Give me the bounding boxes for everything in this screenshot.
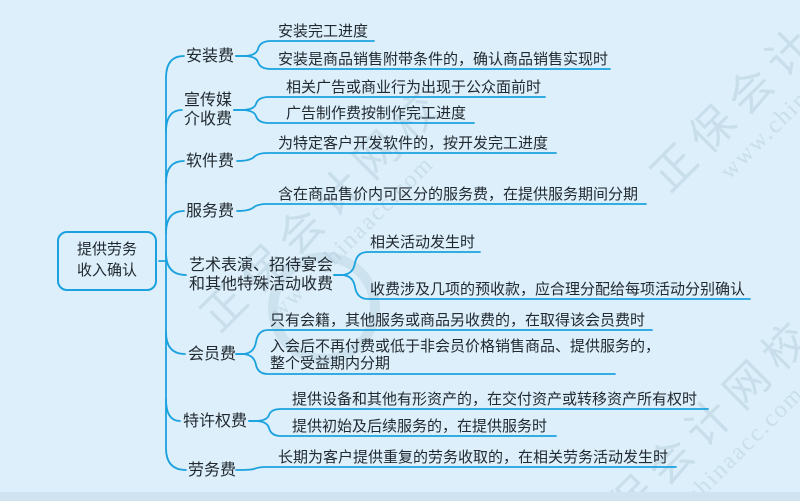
connector-branch-member: [165, 331, 186, 355]
leaf-service-1: 含在商品售价内可区分的服务费，在提供服务期间分期: [278, 187, 639, 203]
branch-media: 宣传媒介收费: [184, 92, 233, 128]
connector-branch-service: [165, 210, 185, 234]
leaf-software-1: 为特定客户开发软件的，按开发完工进度: [278, 136, 549, 152]
watermark-brand-text: 正保会计网校: [641, 0, 800, 202]
watermark-url-text: www.chinaacc.com: [715, 10, 800, 185]
leaf-install-2: 安装是商品销售附带条件的，确认商品销售实现时: [278, 52, 609, 68]
branch-service: 服务费: [186, 203, 235, 220]
leaf-art-2: 收费涉及几项的预收款，应合理分配给每项活动分别确认: [370, 282, 746, 298]
footer-strip: [0, 492, 800, 501]
root-node: 提供劳务收入确认: [57, 231, 157, 291]
branch-franchise: 特许权费: [183, 413, 248, 430]
connector-branch-art: [165, 252, 187, 276]
connector-branch-software: [165, 160, 185, 184]
leaf-franchise-1: 提供设备和其他有形资产的，在交付资产或转移资产所有权时: [292, 392, 698, 408]
connector-branch-media: [165, 109, 183, 133]
underline-labor-1: [235, 466, 677, 471]
leaf-media-2: 广告制作费按制作完工进度: [286, 106, 467, 122]
leaf-art-1: 相关活动发生时: [370, 235, 476, 251]
branch-member: 会员费: [188, 346, 237, 363]
connector-branch-franchise: [165, 398, 181, 422]
underline-service-1: [236, 203, 647, 212]
leaf-member-2: 入会后不再付费或低于非会员价格销售商品、提供服务的，整个受益期内分期: [270, 339, 661, 372]
leaf-labor-1: 长期为客户提供重复的劳务收取的，在相关劳务活动发生时: [278, 450, 669, 466]
leaf-franchise-2: 提供初始及后续服务的，在提供服务时: [292, 419, 548, 435]
leaf-install-1: 安装完工进度: [278, 24, 369, 40]
root-node-label: 提供劳务收入确认: [76, 242, 137, 279]
underline-art-1: [333, 251, 481, 276]
leaf-media-1: 相关广告或商业行为出现于公众面前时: [286, 80, 542, 96]
underline-software-1: [236, 152, 557, 162]
watermark-top-right: 正保会计网校 www.chinaacc.com: [621, 0, 800, 235]
leaf-member-1: 只有会籍，其他服务或商品另收费的，在取得该会员费时: [270, 313, 646, 329]
branch-software: 软件费: [186, 153, 235, 170]
connector-trunk: [165, 55, 187, 471]
branch-install: 安装费: [186, 48, 235, 65]
branch-art: 艺术表演、招待宴会和其他特殊活动收费: [189, 257, 334, 293]
branch-labor: 劳务费: [188, 462, 237, 479]
